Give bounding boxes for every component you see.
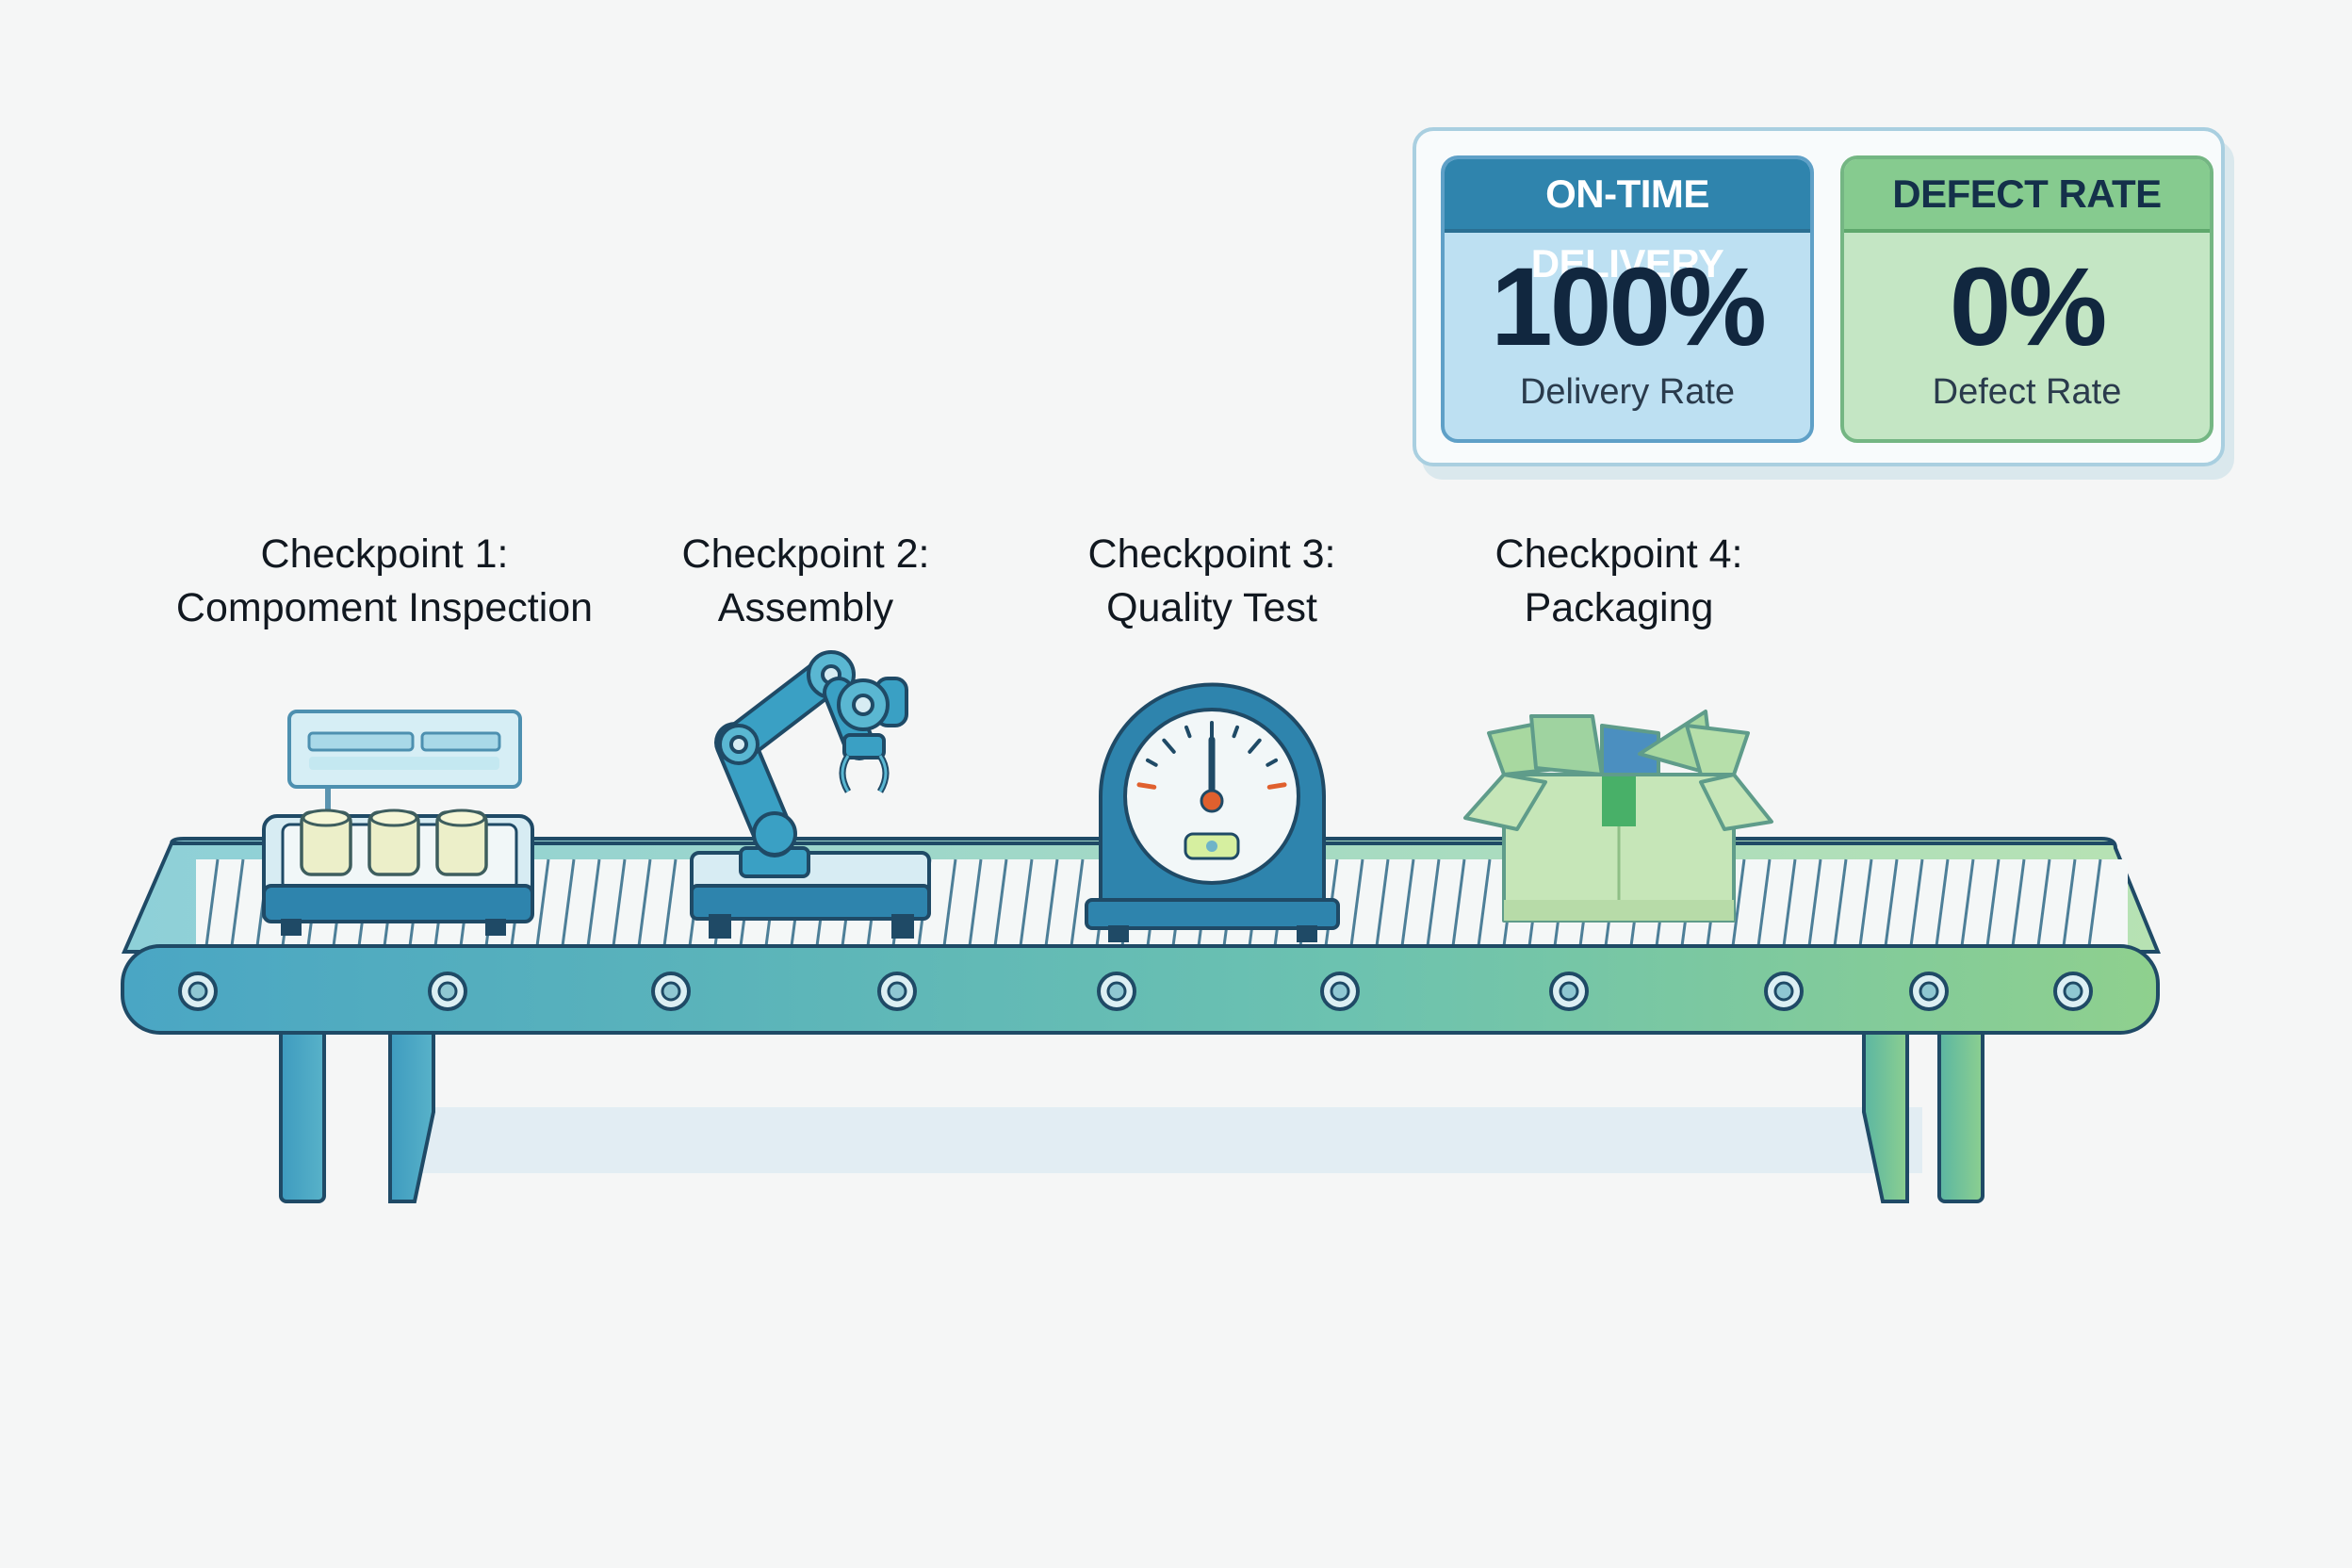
roller-bolt bbox=[877, 972, 917, 1011]
checkpoint-2-label: Checkpoint 2: Assembly bbox=[682, 528, 930, 635]
belt-slat bbox=[1400, 858, 1415, 947]
open-box-icon bbox=[1463, 710, 1773, 923]
robot-arm-icon bbox=[690, 650, 931, 939]
gauge-meter-icon bbox=[1085, 682, 1340, 942]
belt-slat bbox=[204, 858, 220, 947]
belt-slat bbox=[1985, 858, 2001, 947]
roller-bolts bbox=[178, 972, 2093, 1011]
belt-slat bbox=[1782, 858, 1797, 947]
kpi-value-delivery: 100% bbox=[1491, 245, 1767, 369]
gauge-tick bbox=[1232, 725, 1239, 739]
gauge-tick bbox=[1266, 758, 1279, 767]
belt-slat bbox=[2087, 858, 2102, 947]
belt-slat bbox=[1833, 858, 1848, 947]
roller-bolt bbox=[2053, 972, 2093, 1011]
belt-slat bbox=[1935, 858, 1950, 947]
belt-slat bbox=[1858, 858, 1873, 947]
belt-slat bbox=[2062, 858, 2077, 947]
checkpoint-4-title: Checkpoint 4: bbox=[1494, 531, 1743, 577]
roller-bolt bbox=[1097, 972, 1136, 1011]
belt-slat bbox=[1884, 858, 1899, 947]
roller-bolt bbox=[1549, 972, 1589, 1011]
belt-slat bbox=[1349, 858, 1364, 947]
belt-slat bbox=[1019, 858, 1034, 947]
kpi-value-defect: 0% bbox=[1949, 245, 2108, 369]
belt-slat bbox=[1426, 858, 1441, 947]
belt-slat bbox=[662, 858, 678, 947]
roller-bolt bbox=[1320, 972, 1360, 1011]
belt-slat bbox=[1477, 858, 1492, 947]
checkpoint-4-label: Checkpoint 4: Packaging bbox=[1495, 528, 1743, 635]
checkpoint-1-name: Compoment Inspection bbox=[175, 585, 594, 630]
checkpoint-2-title: Checkpoint 2: bbox=[681, 531, 930, 577]
gauge-tick bbox=[1162, 738, 1176, 754]
belt-slat bbox=[561, 858, 576, 947]
belt-slat bbox=[1960, 858, 1975, 947]
conveyor-front-rail bbox=[121, 944, 2160, 1035]
floor-shadow bbox=[396, 1107, 1922, 1173]
checkpoint-3-name: Quality Test bbox=[1106, 585, 1317, 630]
kpi-card-delivery: ON-TIME DELIVERY 100% Delivery Rate bbox=[1441, 155, 1814, 443]
belt-slat bbox=[1756, 858, 1772, 947]
kpi-label-delivery: Delivery Rate bbox=[1519, 372, 1736, 412]
belt-slat bbox=[535, 858, 550, 947]
belt-slat bbox=[2036, 858, 2051, 947]
gauge-ticks bbox=[1136, 721, 1287, 790]
checkpoint-3-label: Checkpoint 3: Quality Test bbox=[1088, 528, 1336, 635]
roller-bolt bbox=[1764, 972, 1804, 1011]
belt-slat bbox=[1451, 858, 1466, 947]
checkpoint-3-title: Checkpoint 3: bbox=[1087, 531, 1336, 577]
gauge-tick bbox=[1248, 738, 1262, 754]
belt-slat bbox=[1909, 858, 1924, 947]
belt-slat bbox=[1807, 858, 1822, 947]
kpi-card-defect: DEFECT RATE 0% Defect Rate bbox=[1840, 155, 2213, 443]
checkpoint-1-title: Checkpoint 1: bbox=[260, 531, 509, 577]
checkpoint-2-name: Assembly bbox=[717, 585, 894, 630]
roller-bolt bbox=[651, 972, 691, 1011]
roller-bolt bbox=[1909, 972, 1949, 1011]
belt-slat bbox=[968, 858, 983, 947]
belt-slat bbox=[1375, 858, 1390, 947]
belt-slat bbox=[637, 858, 652, 947]
belt-slat bbox=[586, 858, 601, 947]
roller-bolt bbox=[178, 972, 218, 1011]
kpi-panel: ON-TIME DELIVERY 100% Delivery Rate DEFE… bbox=[1413, 127, 2225, 466]
belt-slat bbox=[993, 858, 1008, 947]
kpi-label-defect: Defect Rate bbox=[1932, 372, 2122, 412]
belt-slat bbox=[1044, 858, 1059, 947]
checkpoint-1-label: Checkpoint 1: Compoment Inspection bbox=[176, 528, 593, 635]
belt-slat bbox=[2011, 858, 2026, 947]
belt-slat bbox=[230, 858, 245, 947]
gauge-tick bbox=[1136, 782, 1157, 790]
gauge-tick bbox=[1184, 725, 1192, 739]
roller-bolt bbox=[428, 972, 467, 1011]
belt-slat bbox=[1731, 858, 1746, 947]
kpi-title-defect: DEFECT RATE bbox=[1844, 159, 2210, 233]
gauge-tick bbox=[1266, 782, 1287, 790]
belt-slat bbox=[942, 858, 957, 947]
kpi-title-delivery: ON-TIME DELIVERY bbox=[1445, 159, 1810, 286]
belt-slat bbox=[612, 858, 627, 947]
checkpoint-4-name: Packaging bbox=[1524, 585, 1714, 630]
gauge-tick bbox=[1145, 758, 1158, 767]
inspection-station-icon bbox=[262, 710, 534, 936]
belt-slat bbox=[1070, 858, 1085, 947]
